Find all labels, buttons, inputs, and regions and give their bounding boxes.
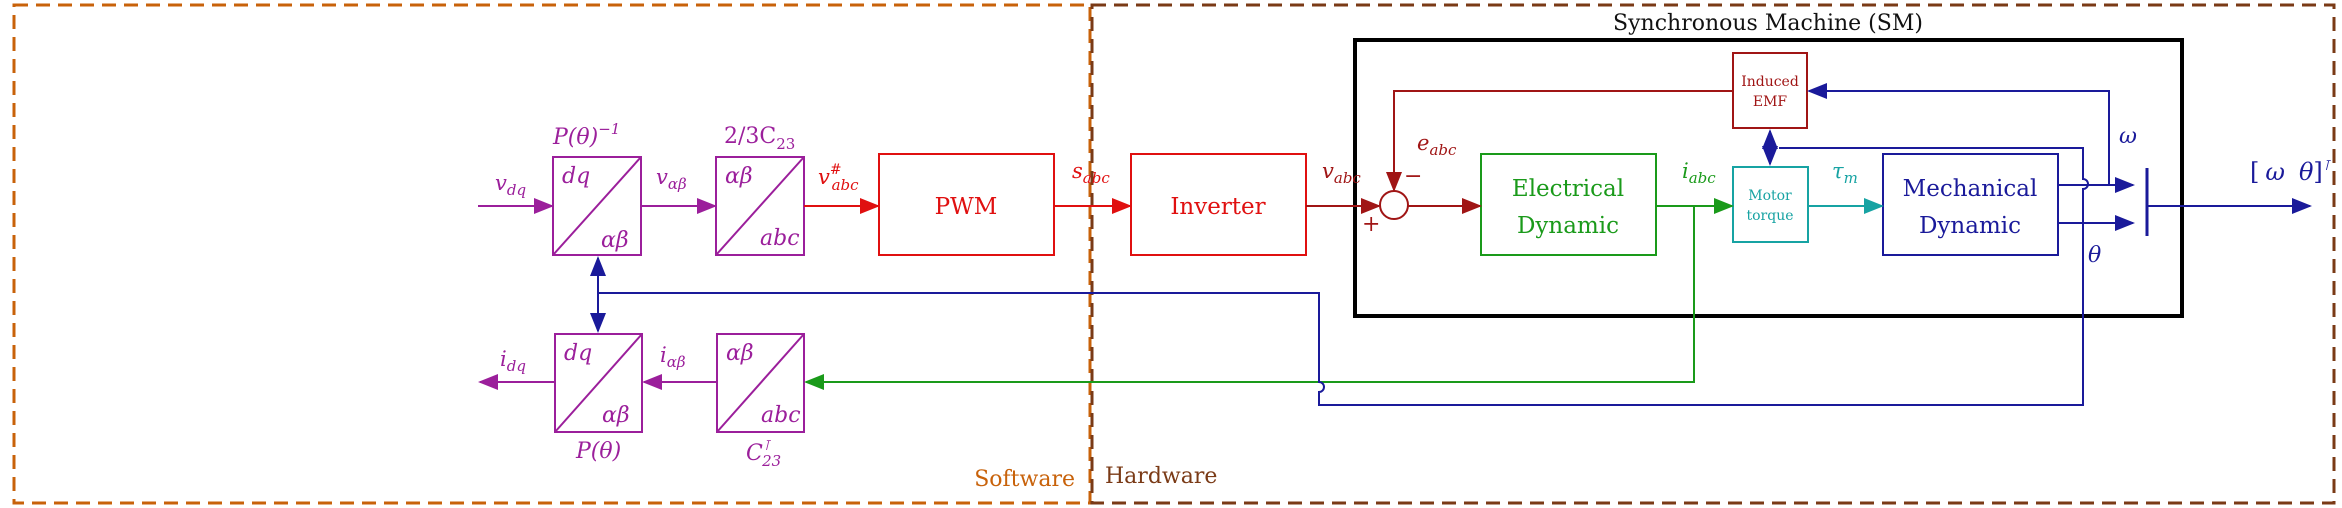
label-taum: τm — [1832, 159, 1858, 187]
clarke-inverse-block: αβ abc — [715, 156, 805, 256]
mechanical-dynamic-block — [1882, 153, 2059, 256]
motor-torque-block — [1732, 166, 1809, 243]
wire-omega-to-emf — [1807, 83, 2110, 185]
pwm-label: PWM — [935, 194, 998, 220]
inverter-label: Inverter — [1170, 194, 1265, 220]
park-inverse-block: dq αβ — [552, 156, 642, 256]
label-idq: idq — [500, 347, 526, 375]
summing-junction — [1379, 190, 1409, 220]
wire-theta-to-emf — [1779, 147, 2089, 223]
clarke-caption: C⊺23 — [746, 438, 781, 470]
label-theta: θ — [2088, 243, 2101, 268]
label-vabc-ref: v#abc — [818, 162, 859, 194]
software-label: Software — [974, 467, 1075, 492]
hardware-label: Hardware — [1105, 464, 1217, 489]
label-vab: vαβ — [656, 165, 687, 193]
mechanical-line2: Dynamic — [1919, 213, 2021, 239]
machine-title: Synchronous Machine (SM) — [1613, 11, 1923, 36]
induced-emf-block — [1732, 52, 1808, 129]
label-iab: iαβ — [660, 343, 686, 371]
park-caption: P(θ) — [575, 439, 621, 464]
label-sabc: sabc — [1072, 159, 1110, 187]
mechanical-line1: Mechanical — [1903, 176, 2038, 202]
park-inv-caption: P(θ)−1 — [552, 120, 620, 150]
clarke-bottom: abc — [761, 403, 801, 428]
park-inv-top: dq — [562, 164, 590, 189]
label-vabc: vabc — [1322, 159, 1361, 187]
torque-line1: Motor — [1748, 188, 1792, 204]
clarke-inv-top: αβ — [725, 164, 753, 189]
torque-line2: torque — [1746, 208, 1793, 224]
park-block: dq αβ — [554, 333, 643, 433]
label-iabc: iabc — [1682, 159, 1716, 187]
park-top: dq — [564, 341, 592, 366]
emf-line2: EMF — [1753, 94, 1788, 110]
sum-minus: − — [1404, 164, 1422, 189]
label-vdq: vdq — [495, 171, 526, 199]
label-omega: ω — [2119, 124, 2137, 149]
label-eabc: eabc — [1417, 131, 1457, 159]
wire-theta-feedback — [598, 223, 2084, 406]
wire-emf-feedback — [1386, 90, 1733, 192]
clarke-inv-caption: 2/3C23 — [724, 124, 795, 153]
synchronous-machine-box — [1353, 38, 2184, 318]
clarke-inv-bottom: abc — [760, 226, 800, 251]
emf-line1: Induced — [1741, 74, 1799, 90]
clarke-block: αβ abc — [716, 333, 805, 433]
clarke-top: αβ — [726, 341, 754, 366]
electrical-dynamic-block — [1480, 153, 1657, 256]
software-region — [12, 3, 1092, 505]
hardware-region — [1090, 3, 2336, 505]
park-bottom: αβ — [602, 403, 630, 428]
wire-iabc-feedback — [804, 206, 1695, 390]
park-inv-bottom: αβ — [601, 228, 629, 253]
electrical-line2: Dynamic — [1517, 213, 1619, 239]
electrical-line1: Electrical — [1512, 176, 1624, 202]
sum-plus: + — [1362, 212, 1380, 237]
